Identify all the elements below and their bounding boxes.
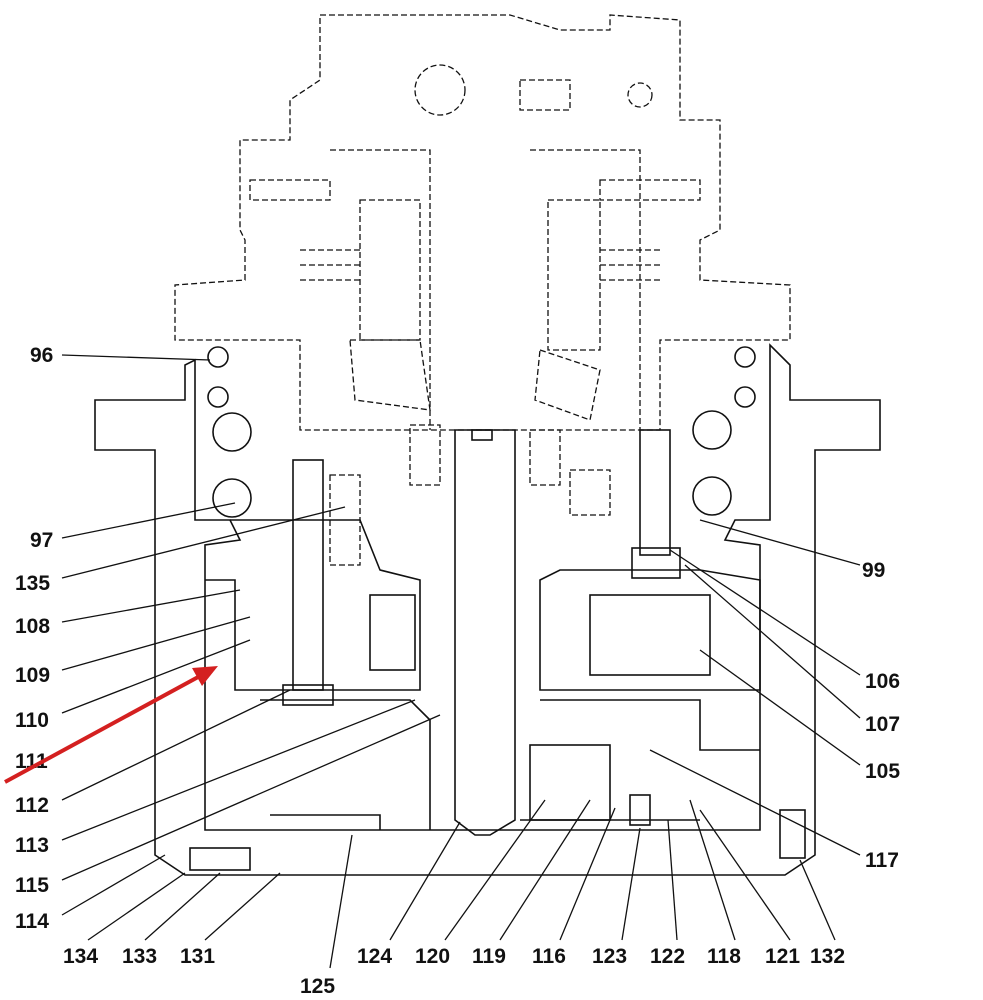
part-label-131: 131 [180, 945, 215, 968]
bearings [207, 346, 756, 518]
leader-line-135 [61, 506, 346, 579]
leader-line-109 [61, 616, 251, 671]
part-label-106: 106 [865, 670, 900, 693]
part-label-121: 121 [765, 945, 800, 968]
part-label-119: 119 [472, 945, 506, 968]
leader-line-96 [61, 354, 211, 361]
leader-line-110 [61, 639, 251, 714]
leader-lines [61, 354, 861, 969]
planet-pins [282, 429, 711, 821]
part-label-107: 107 [865, 713, 900, 736]
part-label-110: 110 [15, 709, 49, 732]
central-shaft [454, 429, 516, 836]
part-label-120: 120 [415, 945, 450, 968]
leader-line-123 [621, 827, 641, 941]
part-label-97: 97 [30, 529, 53, 552]
part-label-133: 133 [122, 945, 157, 968]
leader-line-121 [699, 809, 791, 941]
part-label-109: 109 [15, 664, 50, 687]
part-label-125: 125 [300, 975, 335, 998]
leader-line-114 [61, 854, 166, 916]
part-label-116: 116 [532, 945, 566, 968]
leader-line-115 [61, 714, 441, 881]
part-label-108: 108 [15, 615, 50, 638]
leader-line-134 [87, 872, 186, 941]
part-label-132: 132 [810, 945, 845, 968]
part-label-134: 134 [63, 945, 98, 968]
part-label-124: 124 [357, 945, 392, 968]
leader-line-106 [669, 549, 861, 676]
leader-line-132 [799, 859, 836, 941]
part-label-105: 105 [865, 760, 900, 783]
leader-line-125 [329, 834, 353, 969]
part-label-96: 96 [30, 344, 53, 367]
leader-line-107 [684, 564, 861, 719]
part-label-115: 115 [15, 874, 49, 897]
leader-line-124 [389, 821, 461, 941]
part-label-114: 114 [15, 910, 49, 933]
part-label-113: 113 [15, 834, 49, 857]
part-label-135: 135 [15, 572, 50, 595]
leader-line-105 [699, 649, 861, 766]
leader-line-122 [667, 819, 678, 941]
part-label-99: 99 [862, 559, 885, 582]
leader-line-119 [499, 799, 591, 941]
leader-line-118 [689, 799, 736, 941]
leader-line-116 [559, 807, 616, 941]
part-label-111: 111 [15, 750, 48, 773]
part-label-112: 112 [15, 794, 49, 817]
part-labels: 96 97 135 108 109 110 111 112 113 115 114 134 133 131… [15, 344, 900, 998]
leader-line-133 [144, 872, 221, 941]
part-label-123: 123 [592, 945, 627, 968]
highlight-arrow [4, 666, 218, 784]
leader-line-120 [444, 799, 546, 941]
leader-line-131 [204, 872, 281, 941]
leader-line-113 [61, 699, 416, 841]
part-label-118: 118 [707, 945, 741, 968]
leader-line-117 [649, 749, 861, 856]
leader-line-112 [61, 689, 291, 801]
leader-line-97 [61, 502, 236, 539]
leader-line-99 [699, 519, 861, 566]
leader-line-108 [61, 589, 241, 623]
part-label-117: 117 [865, 849, 899, 872]
part-label-122: 122 [650, 945, 685, 968]
